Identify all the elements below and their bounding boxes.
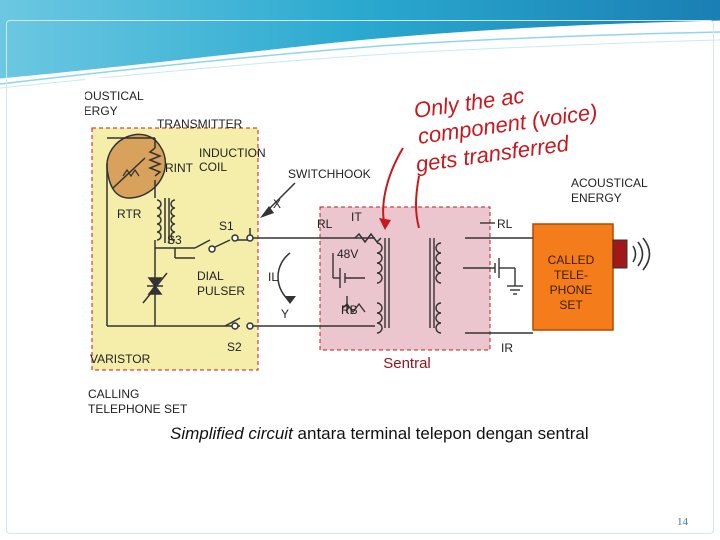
y-label: Y xyxy=(281,307,289,321)
it-label: IT xyxy=(351,210,362,224)
rl-left-label: RL xyxy=(317,217,333,231)
r-tr-label: RTR xyxy=(117,207,142,221)
rl-right-label: RL xyxy=(497,217,513,231)
s2-label: S2 xyxy=(227,340,242,354)
dial-pulser-line1: DIAL xyxy=(197,269,224,283)
x-label: X xyxy=(273,197,281,211)
acoustical-energy-left-line2: ENERGY xyxy=(85,104,118,118)
ir-label: IR xyxy=(501,341,513,355)
caption-italic: Simplified circuit xyxy=(170,424,293,443)
receiver-icon xyxy=(612,239,628,269)
sound-waves-right-icon xyxy=(632,237,651,271)
switch-contacts xyxy=(208,234,254,330)
called-set-box xyxy=(532,223,614,331)
acoustical-energy-left-line1: ACOUSTICAL xyxy=(85,89,144,103)
circuit-diagram: ACOUSTICAL ENERGY TRANSMITTER RINT INDUC… xyxy=(85,78,668,418)
induction-coil-line2: COIL xyxy=(199,160,227,174)
rb-label: RB xyxy=(341,303,358,317)
acoustical-energy-right-line2: ENERGY xyxy=(571,191,622,205)
v48-label: 48V xyxy=(337,247,358,261)
r-int-label: RINT xyxy=(165,161,194,175)
transmitter-label: TRANSMITTER xyxy=(157,117,243,131)
annotation-arrows xyxy=(379,147,420,230)
calling-set-line2: TELEPHONE SET xyxy=(88,402,188,416)
called-set-line4: SET xyxy=(559,298,583,312)
varistor-icon xyxy=(142,272,168,304)
called-set-line1: CALLED xyxy=(548,253,595,267)
sentral-label: Sentral xyxy=(383,355,431,372)
s3-label: S3 xyxy=(167,233,182,247)
switchhook-label: SWITCHHOOK xyxy=(288,167,371,181)
caption: Simplified circuit antara terminal telep… xyxy=(170,424,670,444)
called-set-line3: PHONE xyxy=(550,283,593,297)
il-label: IL xyxy=(268,270,278,284)
caption-rest: antara terminal telepon dengan sentral xyxy=(292,424,589,443)
content-frame xyxy=(6,20,714,534)
dial-pulser-line2: PULSER xyxy=(197,284,245,298)
s1-label: S1 xyxy=(219,219,234,233)
calling-set-line1: CALLING xyxy=(88,387,139,401)
called-set-line2: TELE- xyxy=(554,268,588,282)
acoustical-energy-right-line1: ACOUSTICAL xyxy=(571,176,648,190)
sentral-wiring xyxy=(332,222,523,334)
induction-coil-line1: INDUCTION xyxy=(199,146,266,160)
page-number: 14 xyxy=(677,516,688,528)
line-wires xyxy=(253,232,533,334)
varistor-label: VARISTOR xyxy=(90,352,151,366)
